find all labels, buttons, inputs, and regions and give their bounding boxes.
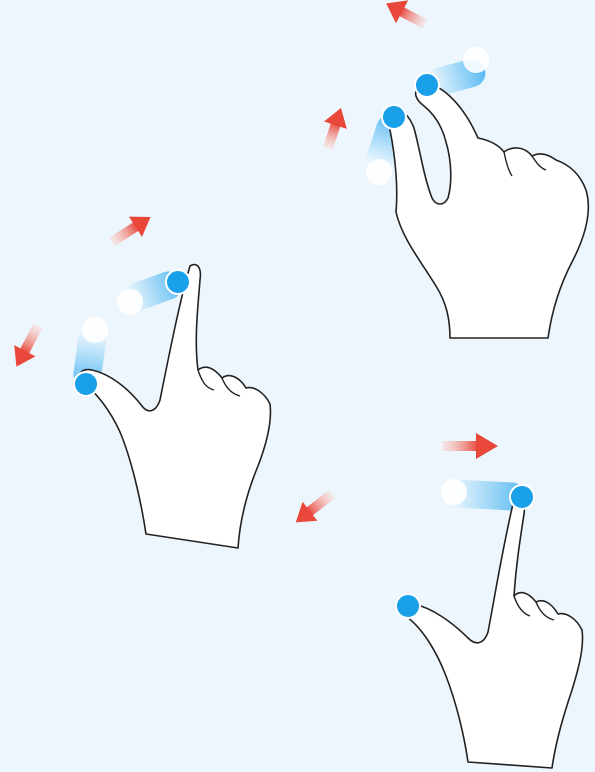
touch-point bbox=[382, 105, 406, 129]
swipe-gesture bbox=[396, 433, 583, 768]
hand-icon bbox=[80, 265, 271, 548]
fade-dot bbox=[441, 479, 467, 505]
arrow-up-left-icon bbox=[380, 0, 431, 35]
arrow-up-right-icon bbox=[105, 207, 157, 252]
arrow-down-left-icon bbox=[288, 485, 339, 532]
arrow-up-icon bbox=[317, 104, 353, 151]
fade-dot bbox=[463, 47, 489, 73]
arrow-down-left-icon bbox=[6, 320, 49, 372]
touch-point bbox=[510, 485, 534, 509]
spread-gesture bbox=[6, 207, 340, 548]
hand-icon bbox=[389, 84, 588, 338]
touch-point bbox=[415, 73, 439, 97]
fade-dot bbox=[82, 317, 108, 343]
pinch-gesture bbox=[317, 0, 589, 338]
touch-point bbox=[166, 270, 190, 294]
fade-dot bbox=[117, 289, 143, 315]
fade-dot bbox=[366, 159, 392, 185]
touch-point bbox=[74, 372, 98, 396]
hand-icon bbox=[403, 499, 582, 768]
touch-point bbox=[396, 594, 420, 618]
arrow-right-icon bbox=[442, 433, 498, 459]
